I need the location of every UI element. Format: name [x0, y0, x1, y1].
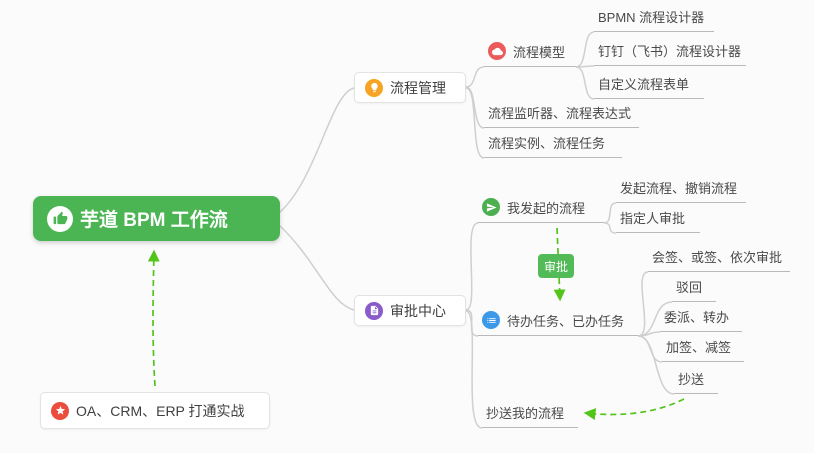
process-model-label: 流程模型 [513, 44, 566, 60]
approval-center-label: 审批中心 [390, 302, 446, 319]
node-bpmn-designer[interactable]: BPMN 流程设计器 [594, 10, 714, 32]
todo-done-label: 待办任务、已办任务 [507, 313, 625, 329]
node-process-model[interactable]: 流程模型 [484, 41, 576, 67]
my-initiated-label: 我发起的流程 [507, 200, 586, 216]
node-my-initiated[interactable]: 我发起的流程 [478, 197, 604, 223]
thumbs-up-icon [47, 205, 73, 232]
node-approval-center[interactable]: 审批中心 [354, 295, 466, 326]
bpmn-designer-label: BPMN 流程设计器 [598, 10, 705, 25]
root-label: 芋道 BPM 工作流 [80, 210, 228, 231]
document-icon [365, 301, 383, 320]
assignee-approval-label: 指定人审批 [620, 211, 686, 226]
node-dingtalk-designer[interactable]: 钉钉（飞书）流程设计器 [594, 44, 746, 66]
send-icon [482, 198, 500, 216]
approval-badge-label: 审批 [543, 259, 568, 274]
node-todo-done[interactable]: 待办任务、已办任务 [478, 310, 638, 336]
dingtalk-designer-label: 钉钉（飞书）流程设计器 [598, 44, 742, 59]
node-instance-task[interactable]: 流程实例、流程任务 [484, 136, 622, 158]
node-process-management[interactable]: 流程管理 [354, 72, 466, 103]
node-cc-my-process[interactable]: 抄送我的流程 [482, 406, 578, 428]
listener-expression-label: 流程监听器、流程表达式 [488, 106, 632, 121]
tasks-icon [482, 311, 500, 329]
reject-label: 驳回 [676, 280, 703, 295]
node-add-reduce-sign[interactable]: 加签、减签 [662, 340, 744, 362]
cc-my-process-label: 抄送我的流程 [486, 406, 565, 421]
node-custom-form[interactable]: 自定义流程表单 [594, 77, 704, 99]
practice-label: OA、CRM、ERP 打通实战 [76, 402, 245, 419]
node-practice[interactable]: OA、CRM、ERP 打通实战 [40, 392, 270, 429]
instance-task-label: 流程实例、流程任务 [488, 136, 606, 151]
node-assignee-approval[interactable]: 指定人审批 [616, 211, 700, 233]
star-icon [51, 401, 69, 420]
approval-badge: 审批 [538, 254, 574, 278]
lightbulb-icon [365, 78, 383, 97]
node-initiate-cancel[interactable]: 发起流程、撤销流程 [616, 181, 746, 203]
custom-form-label: 自定义流程表单 [598, 77, 690, 92]
node-listener-expression[interactable]: 流程监听器、流程表达式 [484, 106, 639, 128]
initiate-cancel-label: 发起流程、撤销流程 [620, 181, 738, 196]
cc-label: 抄送 [678, 372, 705, 387]
delegate-transfer-label: 委派、转办 [664, 310, 730, 325]
node-countersign[interactable]: 会签、或签、依次审批 [648, 250, 790, 272]
cloud-icon [488, 42, 506, 60]
node-reject[interactable]: 驳回 [672, 280, 716, 302]
process-management-label: 流程管理 [390, 79, 446, 96]
countersign-label: 会签、或签、依次审批 [652, 250, 783, 265]
node-cc[interactable]: 抄送 [674, 372, 718, 394]
node-root[interactable]: 芋道 BPM 工作流 [33, 196, 280, 241]
add-reduce-sign-label: 加签、减签 [666, 340, 732, 355]
node-delegate-transfer[interactable]: 委派、转办 [660, 310, 742, 332]
